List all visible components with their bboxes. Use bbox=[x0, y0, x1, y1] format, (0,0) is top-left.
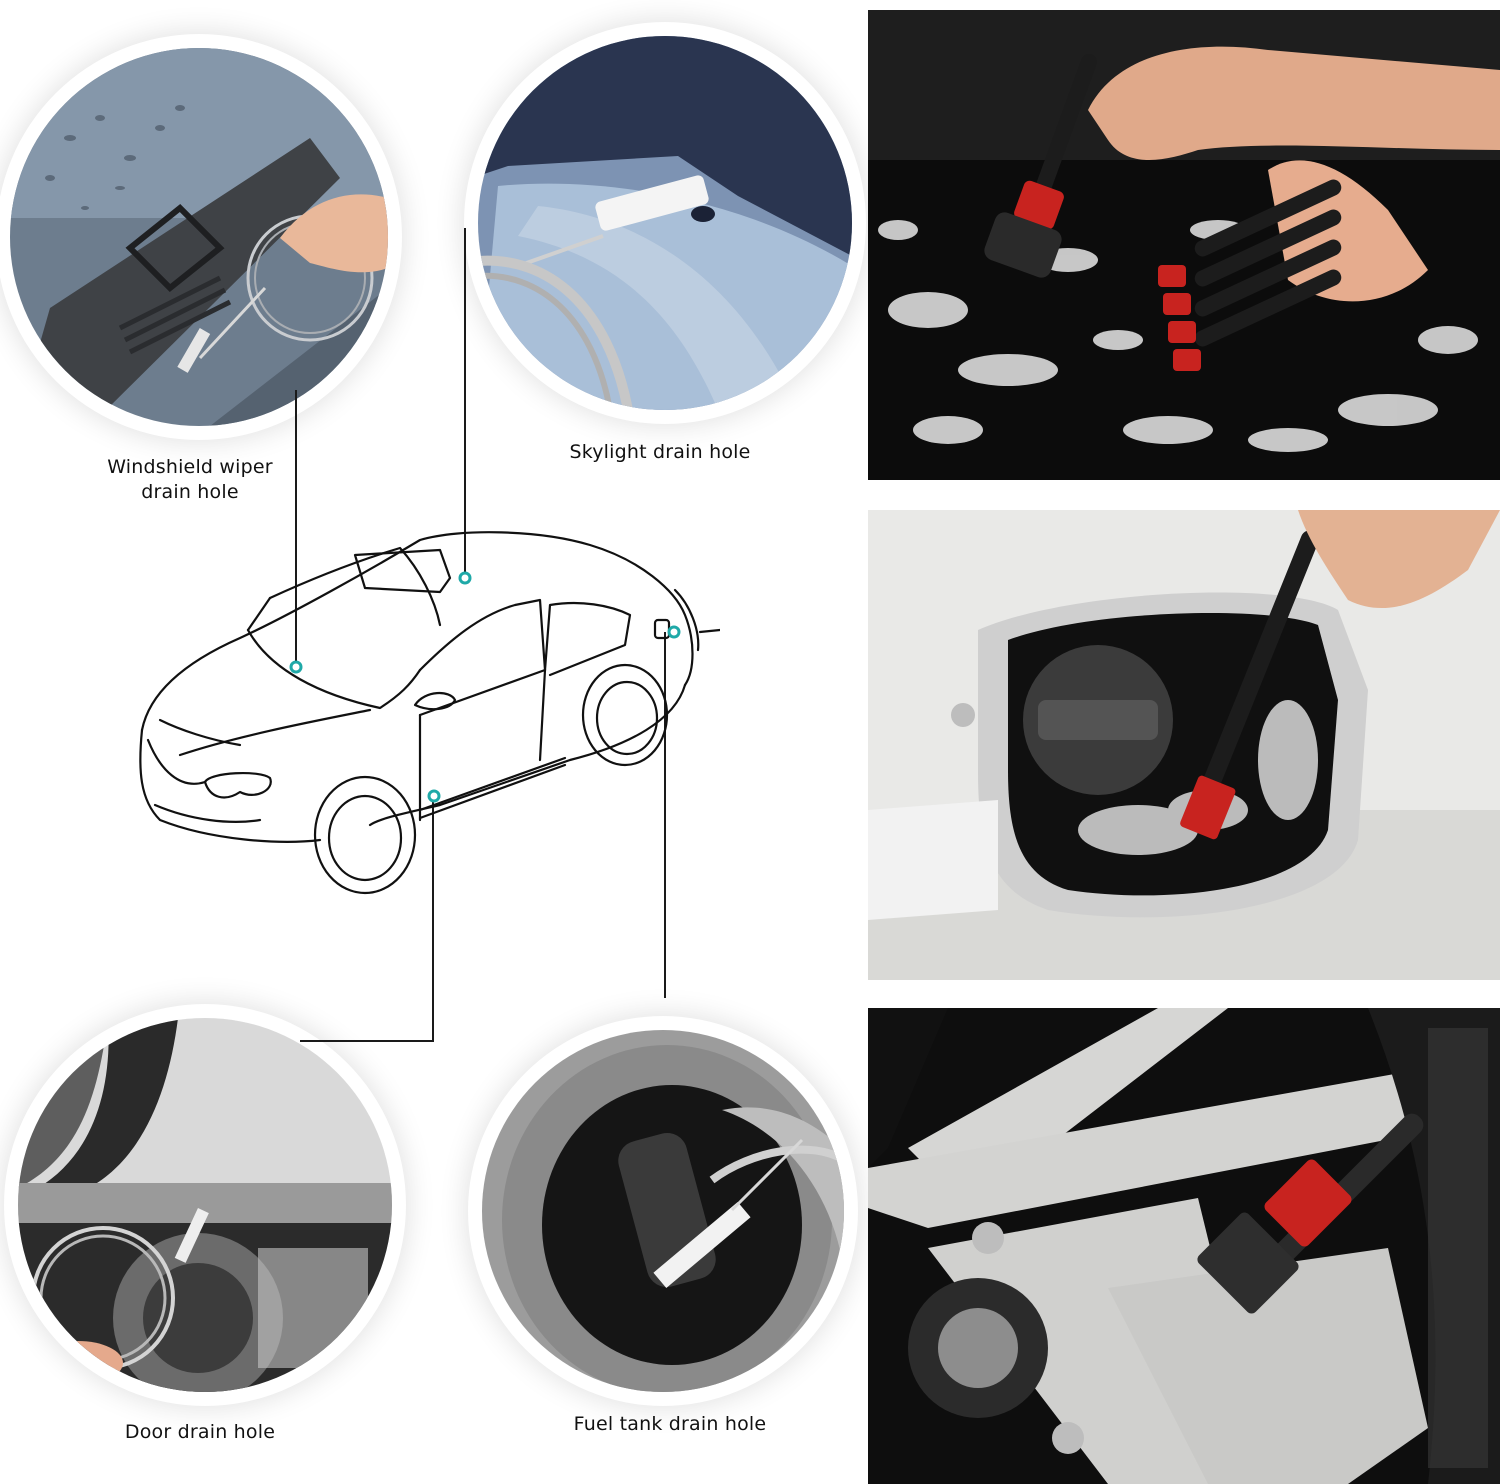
skylight-marker bbox=[458, 571, 472, 585]
fuel-tank-drain-label: Fuel tank drain hole bbox=[573, 1413, 767, 1435]
skylight-drain-photo bbox=[478, 36, 852, 410]
door-drain-photo bbox=[18, 1018, 392, 1392]
windshield-marker bbox=[289, 660, 303, 674]
door-leader-vertical bbox=[432, 796, 434, 1042]
skylight-leader-top bbox=[464, 228, 466, 573]
wheel-brush-photo bbox=[868, 1008, 1500, 1484]
door-drain-label: Door drain hole bbox=[124, 1421, 276, 1443]
windshield-label-line1: Windshield wiper bbox=[107, 456, 273, 478]
windshield-drain-label: Windshield wiper drain hole bbox=[70, 455, 310, 505]
fuel-tank-drain-photo bbox=[482, 1030, 844, 1392]
fuel-marker bbox=[667, 625, 681, 639]
windshield-label-line2: drain hole bbox=[141, 481, 239, 503]
fuel-door-brush-photo bbox=[868, 510, 1500, 980]
engine-bay-brush-photo bbox=[868, 10, 1500, 480]
door-marker bbox=[427, 789, 441, 803]
fuel-leader-line bbox=[664, 632, 666, 998]
windshield-drain-photo bbox=[10, 48, 388, 426]
windshield-leader-line bbox=[295, 390, 297, 665]
door-leader-horizontal bbox=[300, 1040, 434, 1042]
skylight-drain-label: Skylight drain hole bbox=[569, 441, 751, 463]
car-diagram bbox=[120, 520, 722, 900]
